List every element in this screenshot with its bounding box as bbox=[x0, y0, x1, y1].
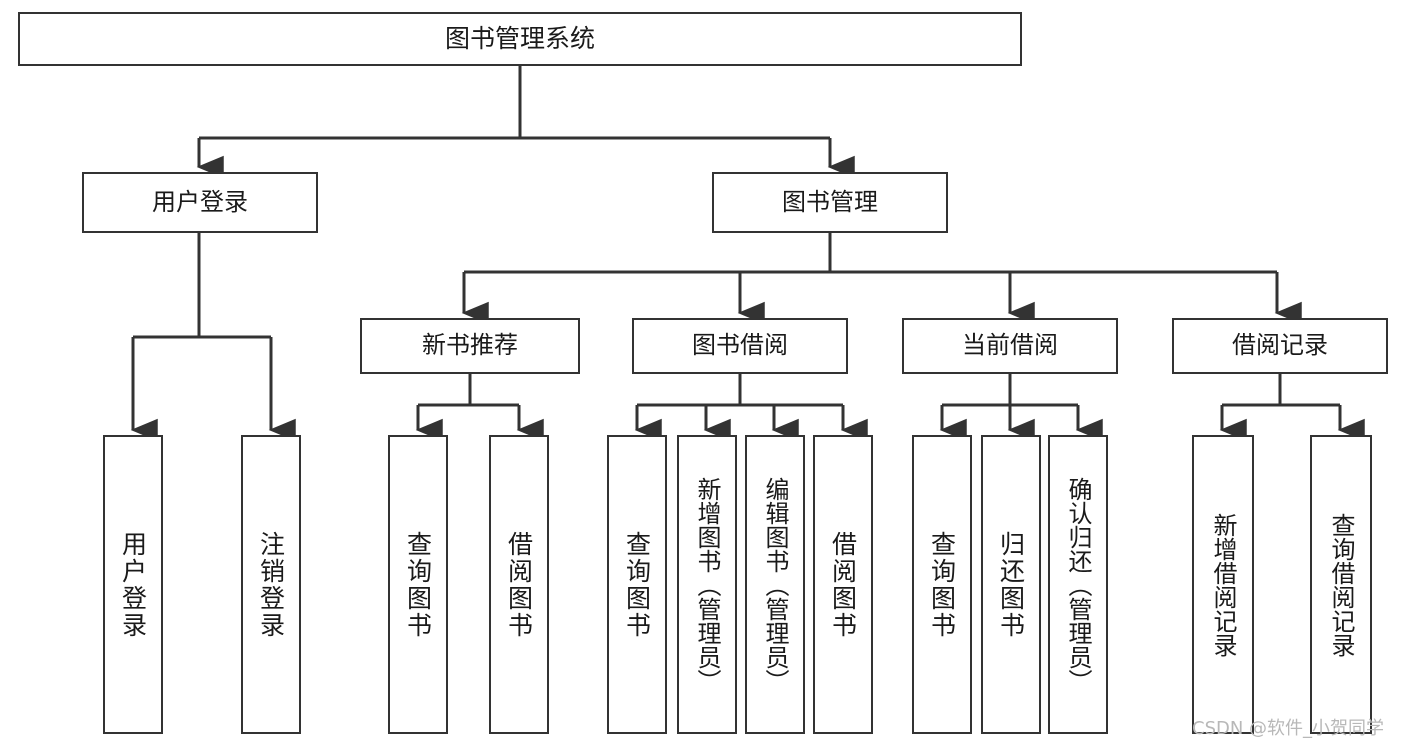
node-leaf-query-book-3-label: 查询图书 bbox=[927, 530, 957, 639]
node-book-borrow-label: 图书借阅 bbox=[692, 331, 788, 360]
node-new-book-recommend-label: 新书推荐 bbox=[422, 331, 518, 360]
node-leaf-borrow-book-1[interactable]: 借阅图书 bbox=[489, 435, 549, 734]
node-leaf-borrow-book-2-label: 借阅图书 bbox=[828, 530, 858, 639]
node-borrow-record[interactable]: 借阅记录 bbox=[1172, 318, 1388, 374]
node-leaf-add-book[interactable]: 新增图书（管理员） bbox=[677, 435, 737, 734]
node-leaf-query-book-2[interactable]: 查询图书 bbox=[607, 435, 667, 734]
node-leaf-query-book-1-label: 查询图书 bbox=[403, 530, 433, 639]
node-leaf-confirm-return[interactable]: 确认归还（管理员） bbox=[1048, 435, 1108, 734]
node-leaf-borrow-book-2[interactable]: 借阅图书 bbox=[813, 435, 873, 734]
node-leaf-query-record-label: 查询借阅记录 bbox=[1327, 512, 1355, 657]
node-user-login-label: 用户登录 bbox=[152, 187, 248, 216]
csdn-watermark: CSDN @软件_小贺同学 bbox=[1192, 718, 1385, 739]
node-leaf-edit-book-label: 编辑图书（管理员） bbox=[761, 476, 789, 693]
node-leaf-borrow-book-1-label: 借阅图书 bbox=[504, 530, 534, 639]
node-leaf-add-record-label: 新增借阅记录 bbox=[1209, 512, 1237, 657]
node-root[interactable]: 图书管理系统 bbox=[18, 12, 1022, 66]
node-book-manage[interactable]: 图书管理 bbox=[712, 172, 948, 233]
node-book-manage-label: 图书管理 bbox=[782, 187, 878, 216]
node-leaf-return-book-label: 归还图书 bbox=[996, 530, 1026, 639]
node-leaf-user-login-label: 用户登录 bbox=[118, 530, 148, 639]
node-leaf-confirm-return-label: 确认归还（管理员） bbox=[1064, 476, 1092, 693]
node-leaf-query-record[interactable]: 查询借阅记录 bbox=[1310, 435, 1372, 734]
node-user-login[interactable]: 用户登录 bbox=[82, 172, 318, 233]
node-leaf-user-login[interactable]: 用户登录 bbox=[103, 435, 163, 734]
node-leaf-query-book-1[interactable]: 查询图书 bbox=[388, 435, 448, 734]
node-leaf-logout-label: 注销登录 bbox=[256, 530, 286, 639]
node-leaf-query-book-2-label: 查询图书 bbox=[622, 530, 652, 639]
node-current-borrow-label: 当前借阅 bbox=[962, 331, 1058, 360]
node-book-borrow[interactable]: 图书借阅 bbox=[632, 318, 848, 374]
node-current-borrow[interactable]: 当前借阅 bbox=[902, 318, 1118, 374]
node-borrow-record-label: 借阅记录 bbox=[1232, 331, 1328, 360]
node-leaf-return-book[interactable]: 归还图书 bbox=[981, 435, 1041, 734]
node-leaf-query-book-3[interactable]: 查询图书 bbox=[912, 435, 972, 734]
node-root-label: 图书管理系统 bbox=[444, 23, 595, 53]
node-leaf-add-book-label: 新增图书（管理员） bbox=[693, 476, 721, 693]
node-leaf-add-record[interactable]: 新增借阅记录 bbox=[1192, 435, 1254, 734]
node-new-book-recommend[interactable]: 新书推荐 bbox=[360, 318, 580, 374]
node-leaf-edit-book[interactable]: 编辑图书（管理员） bbox=[745, 435, 805, 734]
node-leaf-logout[interactable]: 注销登录 bbox=[241, 435, 301, 734]
